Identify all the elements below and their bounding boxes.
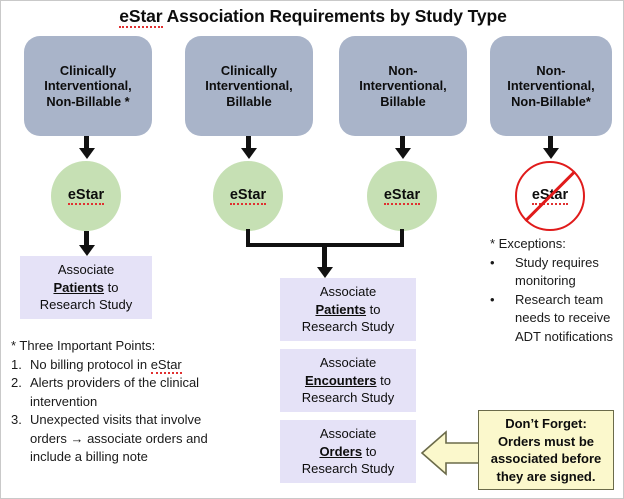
study-type-line-1: Clinically bbox=[220, 62, 278, 78]
important-points-item: 2. Alerts providers of the clinical inte… bbox=[11, 374, 261, 411]
arrowhead-merge bbox=[316, 267, 333, 278]
list-number: 2. bbox=[11, 375, 22, 390]
exceptions-item-line: monitoring bbox=[515, 273, 576, 288]
connector-line-col2-top bbox=[246, 136, 251, 150]
estar-label: eStar bbox=[229, 187, 267, 205]
assoc-emphasis: Patients bbox=[315, 301, 367, 317]
merge-stem-col3 bbox=[400, 229, 404, 247]
squiggle-word: eStar bbox=[150, 356, 182, 374]
bullet-icon: • bbox=[490, 254, 495, 270]
exceptions-note: * Exceptions: • Study requires monitorin… bbox=[490, 235, 622, 346]
exceptions-item-text: Study requires monitoring bbox=[515, 254, 599, 291]
exceptions-item: • Study requires monitoring bbox=[490, 254, 622, 291]
arrowhead-col3-top bbox=[394, 148, 411, 159]
important-points-item-text: No billing protocol in eStar bbox=[30, 356, 182, 375]
assoc-line-1: Associate bbox=[319, 355, 377, 371]
exceptions-item-line: ADT notifications bbox=[515, 328, 614, 344]
important-points-item-line: include a billing note bbox=[30, 449, 148, 464]
connector-line-col4-top bbox=[548, 136, 553, 150]
callout-line-3: associated before bbox=[490, 451, 602, 466]
assoc-line-2-suffix: to bbox=[376, 372, 391, 388]
assoc-line-2-suffix: to bbox=[104, 279, 119, 295]
estar-label: eStar bbox=[383, 187, 421, 205]
important-points-item-line: Alerts providers of the clinical bbox=[30, 375, 200, 390]
callout-arrow-icon bbox=[420, 430, 485, 476]
study-type-line-3: Non-Billable* bbox=[511, 93, 591, 109]
study-type-line-3: Billable bbox=[226, 93, 272, 109]
assoc-line-3: Research Study bbox=[301, 319, 395, 335]
exceptions-item: • Research team needs to receive ADT not… bbox=[490, 291, 622, 347]
page-title: eStar Association Requirements by Study … bbox=[1, 6, 623, 28]
important-points-note: * Three Important Points: 1. No billing … bbox=[11, 337, 261, 467]
connector-line-col1-bottom bbox=[84, 231, 89, 247]
study-type-line-2: Interventional, bbox=[507, 78, 595, 94]
study-type-box-clinically-interventional-billable[interactable]: Clinically Interventional, Billable bbox=[185, 36, 313, 136]
important-points-item-line: intervention bbox=[30, 393, 98, 409]
assoc-line-1: Associate bbox=[319, 426, 377, 442]
connector-line-col1-top bbox=[84, 136, 89, 150]
study-type-line-2: Interventional, bbox=[205, 78, 293, 94]
list-number: 1. bbox=[11, 356, 22, 372]
callout-line-4: they are signed. bbox=[496, 468, 596, 484]
important-points-header: * Three Important Points: bbox=[11, 338, 156, 353]
study-type-line-3: Non-Billable * bbox=[46, 93, 130, 109]
callout-line-1: Don’t Forget: bbox=[505, 416, 587, 431]
arrowhead-col2-top bbox=[240, 148, 257, 159]
assoc-emphasis: Patients bbox=[53, 279, 105, 295]
arrowhead-col1-top bbox=[78, 148, 95, 159]
arrowhead-col4-top bbox=[542, 148, 559, 159]
assoc-line-3: Research Study bbox=[301, 390, 395, 406]
list-number: 3. bbox=[11, 412, 22, 427]
estar-circle-col1[interactable]: eStar bbox=[51, 161, 121, 231]
important-points-item-text: Alerts providers of the clinical interve… bbox=[30, 374, 199, 411]
study-type-line-3: Billable bbox=[380, 93, 426, 109]
assoc-line-1: Associate bbox=[319, 284, 377, 300]
important-points-item: 1. No billing protocol in eStar bbox=[11, 356, 261, 375]
important-points-item-line: Unexpected visits that involve bbox=[30, 412, 202, 427]
callout-dont-forget[interactable]: Don’t Forget: Orders must be associated … bbox=[478, 410, 614, 490]
exceptions-item-line: Study requires bbox=[515, 254, 599, 270]
study-type-line-1: Clinically bbox=[59, 62, 117, 78]
assoc-line-2-suffix: to bbox=[362, 443, 377, 459]
page-title-rest: Association Requirements by Study Type bbox=[162, 6, 507, 26]
bullet-icon: • bbox=[490, 291, 495, 307]
assoc-box-patients-center[interactable]: Associate Patients to Research Study bbox=[280, 278, 416, 341]
merge-down-stem bbox=[322, 243, 327, 269]
connector-line-col3-top bbox=[400, 136, 405, 150]
important-points-item: 3. Unexpected visits that involve orders… bbox=[11, 411, 261, 467]
estar-circle-col3[interactable]: eStar bbox=[367, 161, 437, 231]
study-type-box-non-interventional-billable[interactable]: Non- Interventional, Billable bbox=[339, 36, 467, 136]
exceptions-item-text: Research team needs to receive ADT notif… bbox=[515, 291, 613, 347]
important-points-item-line: No billing protocol in eStar bbox=[30, 356, 182, 374]
exceptions-header: * Exceptions: bbox=[490, 236, 566, 251]
estar-label: eStar bbox=[67, 187, 105, 205]
study-type-line-1: Non- bbox=[388, 62, 418, 78]
assoc-box-orders-center[interactable]: Associate Orders to Research Study bbox=[280, 420, 416, 483]
assoc-line-3: Research Study bbox=[39, 297, 133, 313]
exceptions-item-line: needs to receive bbox=[515, 310, 611, 325]
study-type-line-2: Interventional, bbox=[44, 78, 132, 94]
assoc-emphasis: Orders bbox=[319, 443, 363, 459]
estar-circle-col2[interactable]: eStar bbox=[213, 161, 283, 231]
assoc-box-encounters-center[interactable]: Associate Encounters to Research Study bbox=[280, 349, 416, 412]
merge-stem-col2 bbox=[246, 229, 250, 247]
important-points-item-text: Unexpected visits that involve orders → … bbox=[30, 411, 208, 467]
assoc-emphasis: Encounters bbox=[305, 372, 377, 388]
important-points-item-line: orders → associate orders and bbox=[30, 430, 208, 446]
assoc-line-1: Associate bbox=[57, 262, 115, 278]
assoc-line-3: Research Study bbox=[301, 461, 395, 477]
assoc-box-patients-left[interactable]: Associate Patients to Research Study bbox=[20, 256, 152, 319]
study-type-line-1: Non- bbox=[536, 62, 566, 78]
estar-circle-blocked-col4[interactable]: eStar bbox=[515, 161, 585, 231]
study-type-box-clinically-interventional-non-billable[interactable]: Clinically Interventional, Non-Billable … bbox=[24, 36, 152, 136]
callout-line-2: Orders must be bbox=[497, 433, 595, 449]
assoc-line-2-suffix: to bbox=[366, 301, 381, 317]
arrowhead-col1-bottom bbox=[78, 245, 95, 256]
exceptions-item-line: Research team bbox=[515, 291, 604, 307]
study-type-line-2: Interventional, bbox=[359, 78, 447, 94]
study-type-box-non-interventional-non-billable[interactable]: Non- Interventional, Non-Billable* bbox=[490, 36, 612, 136]
page-title-highlight: eStar bbox=[119, 6, 163, 28]
